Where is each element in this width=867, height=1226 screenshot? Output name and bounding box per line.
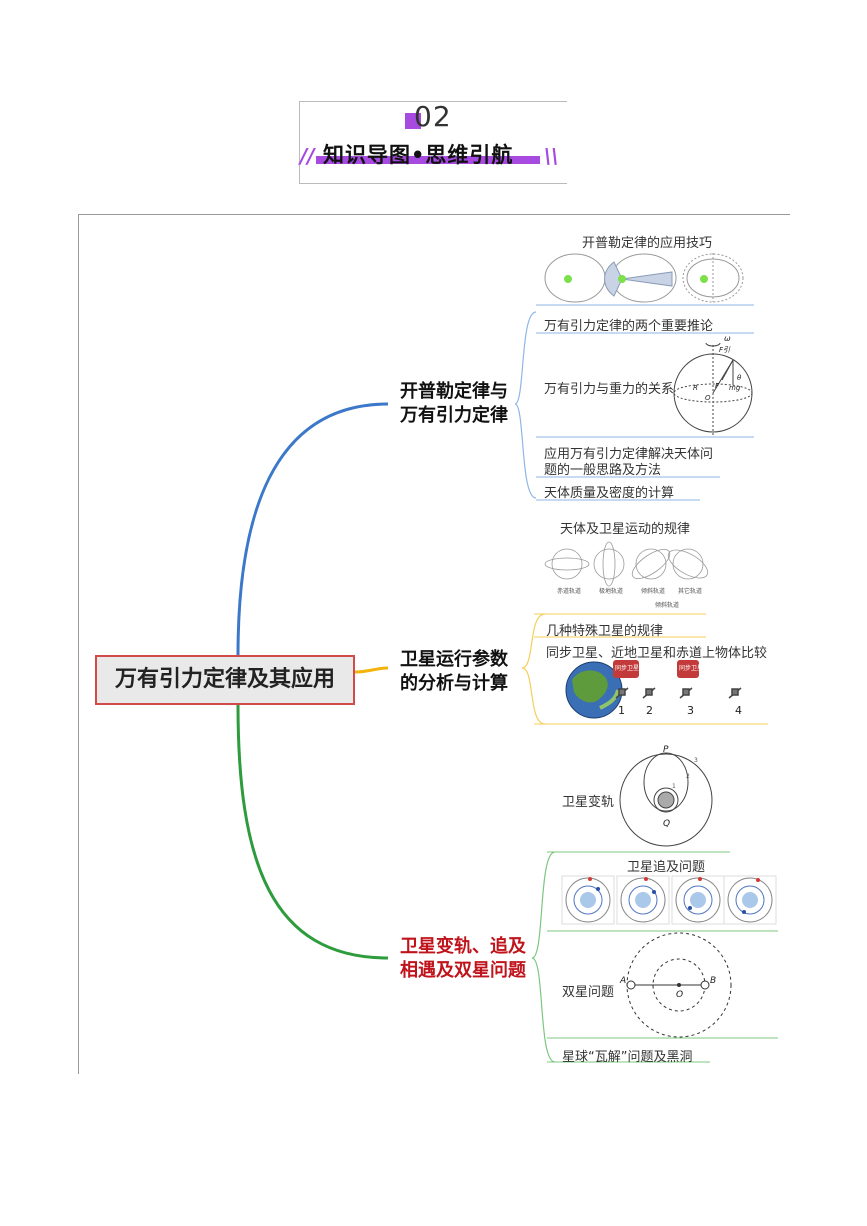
- brace-branch-2: [521, 613, 546, 725]
- branch-satellite-params-line1: 卫星运行参数: [400, 649, 508, 670]
- root-node[interactable]: 万有引力定律及其应用: [95, 655, 355, 705]
- transfer-outer-orbit: [619, 753, 713, 847]
- kepler-sun-3: [700, 275, 708, 283]
- satellite-2-icon: [642, 687, 656, 699]
- kepler-ellipse-3: [682, 253, 744, 303]
- sphere-label-mg: mg: [729, 384, 741, 392]
- kepler-swept-area: [604, 261, 623, 297]
- leaf-binary-stars[interactable]: 双星问题: [562, 985, 615, 1000]
- header-deco-left: //: [300, 144, 315, 168]
- binary-star-figure: [626, 932, 732, 1038]
- satellite-number-3: 3: [687, 704, 694, 717]
- pursuit-markers: [588, 877, 760, 882]
- orbit-footer: 倾斜轨道: [655, 602, 680, 609]
- binary-star-b: [700, 980, 710, 990]
- satellites: [615, 687, 742, 699]
- connector-branch-3: [236, 704, 389, 960]
- orbit-transfer-figure: [619, 752, 713, 847]
- orbit-caption-equatorial: 赤道轨道: [557, 588, 582, 595]
- section-title: 知识导图•思维引航: [323, 143, 514, 167]
- transfer-label-3: 3: [694, 757, 698, 764]
- orbit-caption-polar: 极地轨道: [599, 588, 624, 595]
- pursuit-figures: [561, 875, 777, 925]
- leaf-pursuit[interactable]: 卫星追及问题: [627, 860, 706, 875]
- sphere-label-o: O: [705, 394, 711, 402]
- leaf-special-satellites[interactable]: 几种特殊卫星的规律: [546, 624, 664, 639]
- branch-kepler-line1: 开普勒定律与: [400, 381, 508, 402]
- brace-branch-3: [531, 851, 556, 1063]
- sphere-label-theta: θ: [737, 374, 742, 382]
- satellite-1-icon: [615, 687, 629, 699]
- orbit-figure-title: 天体及卫星运动的规律: [560, 522, 691, 537]
- satellite-4-icon: [728, 687, 742, 699]
- leaf-method-line2[interactable]: 题的一般思路及方法: [544, 463, 662, 478]
- header-underline-bar: [316, 156, 540, 164]
- satellite-3-icon: [679, 687, 693, 699]
- binary-label-a: A: [619, 976, 626, 986]
- gravity-sphere-figure: [673, 342, 753, 437]
- transfer-label-2: 2: [686, 773, 690, 780]
- branch-orbit-change-line2: 相遇及双星问题: [400, 960, 526, 981]
- branch-kepler-label[interactable]: 开普勒定律与 万有引力定律: [400, 380, 508, 428]
- mind-map-frame: [78, 214, 790, 1074]
- kepler-ellipse-1: [544, 253, 606, 303]
- binary-star-a: [626, 980, 636, 990]
- leaf-gravity-corollaries[interactable]: 万有引力定律的两个重要推论: [544, 319, 714, 334]
- connector-branch-1: [236, 402, 389, 656]
- sphere-label-f: F: [715, 382, 720, 390]
- leaf-mass-density[interactable]: 天体质量及密度的计算: [544, 486, 675, 501]
- kepler-figure: [544, 253, 744, 303]
- header-frame: [299, 101, 567, 184]
- satellite-number-2: 2: [646, 704, 653, 717]
- connector-branch-2: [354, 666, 389, 674]
- kepler-sun-2: [618, 275, 626, 283]
- leaf-orbit-transfer[interactable]: 卫星变轨: [562, 795, 615, 810]
- kepler-figure-title: 开普勒定律的应用技巧: [582, 236, 713, 251]
- section-number: 02: [414, 100, 452, 133]
- branch-kepler-line2: 万有引力定律: [400, 405, 508, 426]
- branch-orbit-change-line1: 卫星变轨、追及: [400, 936, 526, 957]
- satellite-number-4: 4: [735, 704, 742, 717]
- kepler-swept-area-2: [621, 271, 673, 287]
- sphere-label-r: R: [693, 384, 698, 392]
- satellite-tag-2: 同步卫星: [679, 665, 704, 672]
- sphere-label-omega: ω: [724, 334, 731, 343]
- leaf-star-collapse[interactable]: 星球“瓦解”问题及黑洞: [562, 1050, 693, 1065]
- branch-orbit-change-label[interactable]: 卫星变轨、追及 相遇及双星问题: [400, 935, 526, 983]
- kepler-sun-1: [564, 275, 572, 283]
- satellite-tag-1: 同步卫星: [615, 665, 640, 672]
- binary-center: [677, 983, 681, 987]
- transfer-planet: [657, 791, 675, 809]
- branch-satellite-params-label[interactable]: 卫星运行参数 的分析与计算: [400, 648, 508, 696]
- transfer-ellipse-orbit: [643, 752, 689, 812]
- pursuit-satellites: [596, 887, 746, 914]
- header-accent-square: [405, 113, 421, 129]
- orbit-caption-other: 其它轨道: [678, 588, 703, 595]
- leaf-sync-comparison[interactable]: 同步卫星、近地卫星和赤道上物体比较: [546, 646, 768, 661]
- header-deco-right: \\: [544, 144, 559, 168]
- brace-branch-1: [514, 311, 537, 499]
- transfer-label-p: P: [663, 745, 669, 755]
- transfer-label-q: Q: [663, 819, 670, 829]
- orbit-types-figure: [544, 541, 709, 587]
- leaf-method-line1[interactable]: 应用万有引力定律解决天体问: [544, 447, 714, 462]
- satellite-number-1: 1: [618, 704, 625, 717]
- binary-label-o: O: [676, 990, 683, 1000]
- tag-2-bg: [677, 660, 699, 678]
- branch-satellite-params-line2: 的分析与计算: [400, 673, 508, 694]
- leaf-gravity-weight[interactable]: 万有引力与重力的关系: [544, 382, 675, 397]
- sphere-label-f-gravity: F引: [719, 346, 731, 354]
- orbit-caption-inclined: 倾斜轨道: [641, 588, 666, 595]
- transfer-inner-orbit: [653, 787, 679, 813]
- binary-label-b: B: [710, 976, 716, 986]
- earth-globe: [565, 661, 623, 719]
- tag-1-bg: [613, 660, 639, 678]
- transfer-label-1: 1: [672, 783, 676, 790]
